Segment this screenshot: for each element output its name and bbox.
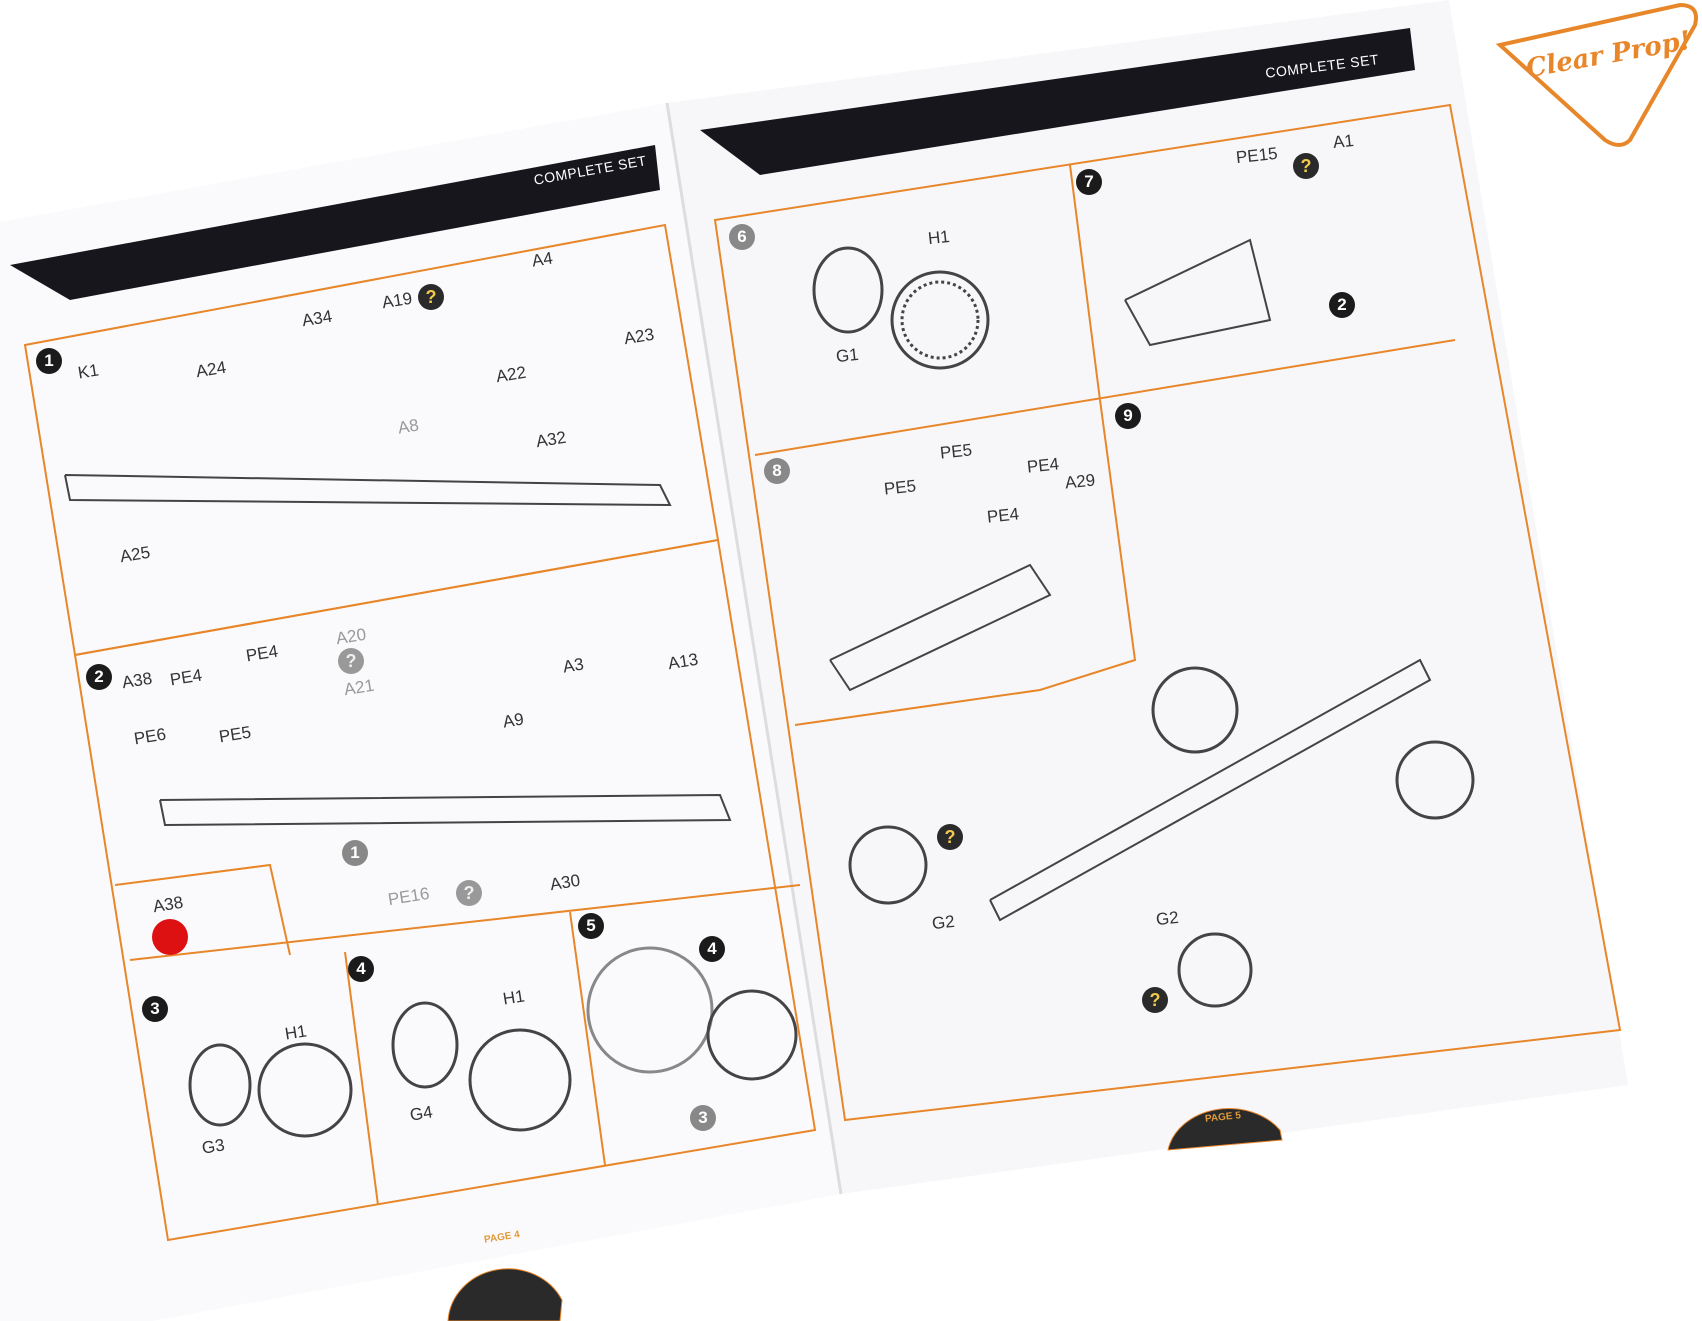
step-1-badge: 1 [36,348,62,374]
a38-red-part [152,919,188,955]
step-ref-badge: 1 [342,840,368,866]
part-label: PE4 [1026,454,1060,477]
part-label: H1 [501,986,527,1009]
step-ref-badge: 2 [1329,292,1355,318]
left-header-bar [10,145,660,300]
question-icon: ? [338,648,364,674]
part-label: G1 [835,344,860,367]
step-6-badge: 6 [729,224,755,250]
right-page [667,0,1628,1194]
part-label: G4 [408,1102,434,1125]
step-5-badge: 5 [578,913,604,939]
question-icon: ? [937,824,963,850]
part-label: A8 [396,415,421,438]
page-5-tab [1167,1108,1283,1151]
step-8-badge: 8 [764,458,790,484]
part-label: A4 [530,248,555,271]
part-label: A29 [1064,470,1097,493]
part-label: A9 [501,709,526,732]
clearprop-logo-badge [1495,2,1698,147]
question-icon: ? [1293,153,1319,179]
step-9-badge: 9 [1115,403,1141,429]
part-label: G2 [1155,907,1180,930]
part-label: K1 [76,360,101,383]
part-label: H1 [283,1021,309,1044]
part-label: G3 [200,1135,226,1158]
step-ref-badge: 4 [699,936,725,962]
part-label: G2 [931,911,956,934]
page-4-tab [447,1268,563,1321]
question-icon: ? [1142,987,1168,1013]
part-label: PE4 [986,504,1020,527]
question-icon: ? [418,284,444,310]
step-ref-badge: 3 [690,1105,716,1131]
step-2-badge: 2 [86,664,112,690]
part-label: A3 [561,654,586,677]
step-7-badge: 7 [1076,169,1102,195]
step-3-badge: 3 [142,996,168,1022]
right-header-bar [700,28,1415,175]
step-4-badge: 4 [348,956,374,982]
part-label: PE5 [883,476,917,499]
part-label: H1 [927,226,951,249]
left-page [0,103,841,1321]
question-icon: ? [456,880,482,906]
part-label: A1 [1332,130,1355,153]
part-label: PE5 [939,440,973,463]
